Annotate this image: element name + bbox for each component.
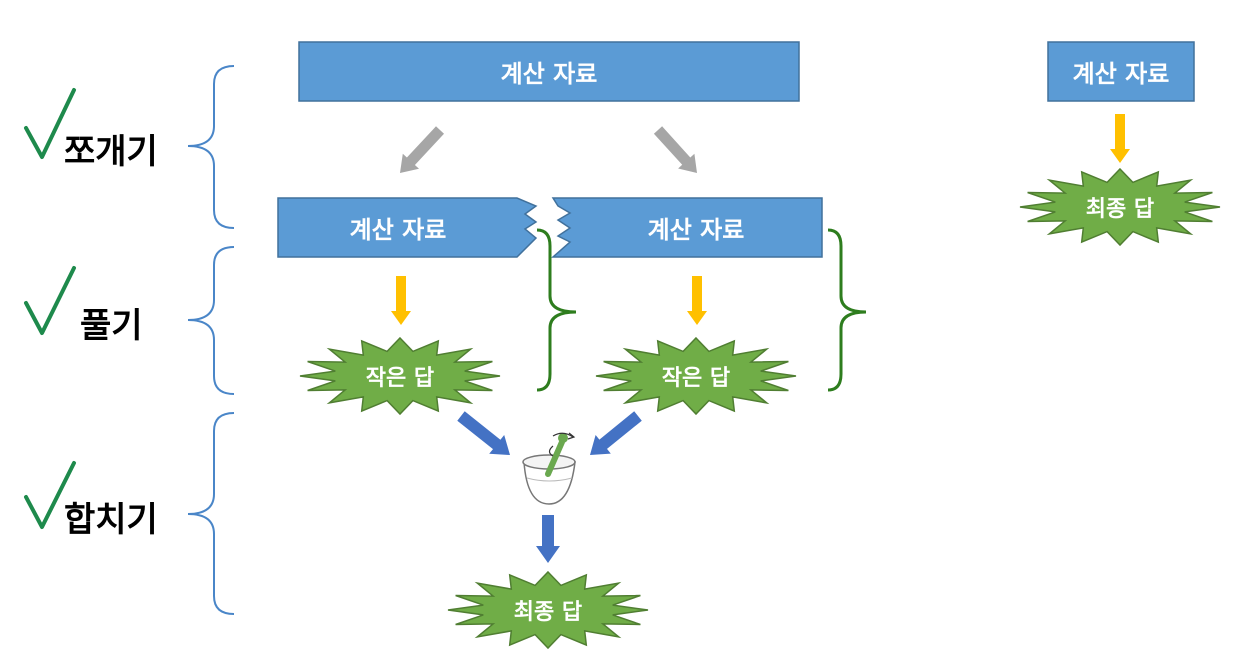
data-box-half-left-label: 계산 자료: [349, 216, 447, 244]
data-box-main-label: 계산 자료: [500, 60, 598, 88]
answer-star-right: [595, 336, 797, 416]
data-box-right: [1047, 41, 1195, 102]
stage-label-split: 쪼개기: [64, 132, 158, 172]
data-box-half-right: [551, 197, 823, 258]
arrow-gray-right: [653, 126, 697, 173]
arrow-yellow-right: [687, 276, 707, 325]
data-box-main: [298, 41, 800, 102]
answer-star-final-right: [1019, 167, 1221, 247]
check-icon-merge: [24, 461, 76, 529]
stage-label-solve: 풀기: [80, 306, 143, 346]
brace-merge: [187, 412, 235, 615]
arrow-blue-right: [590, 411, 642, 455]
data-box-right-label: 계산 자료: [1072, 60, 1170, 88]
arrow-blue-left: [457, 411, 510, 455]
brace-solve: [187, 246, 235, 395]
answer-final-bottom-label: 최종 답: [513, 600, 583, 625]
brace-right-group: [827, 228, 867, 392]
arrow-yellow-top-right: [1110, 114, 1130, 163]
arrow-yellow-left: [391, 276, 411, 325]
answer-final-right-label: 최종 답: [1085, 197, 1155, 222]
stage-label-merge: 합치기: [64, 500, 158, 540]
mortar-pestle-icon: [522, 432, 576, 505]
data-box-half-right-label: 계산 자료: [647, 216, 745, 244]
arrow-gray-left: [400, 126, 444, 173]
answer-small-right-label: 작은 답: [661, 366, 731, 391]
check-icon-solve: [24, 266, 76, 335]
brace-split: [187, 65, 235, 229]
answer-small-left-label: 작은 답: [365, 366, 435, 391]
check-icon-split: [24, 88, 76, 159]
answer-star-final-bottom: [447, 570, 649, 650]
answer-star-left: [299, 336, 501, 416]
arrow-blue-down: [536, 515, 560, 563]
data-box-half-left: [277, 197, 538, 258]
brace-left-group: [536, 228, 577, 392]
